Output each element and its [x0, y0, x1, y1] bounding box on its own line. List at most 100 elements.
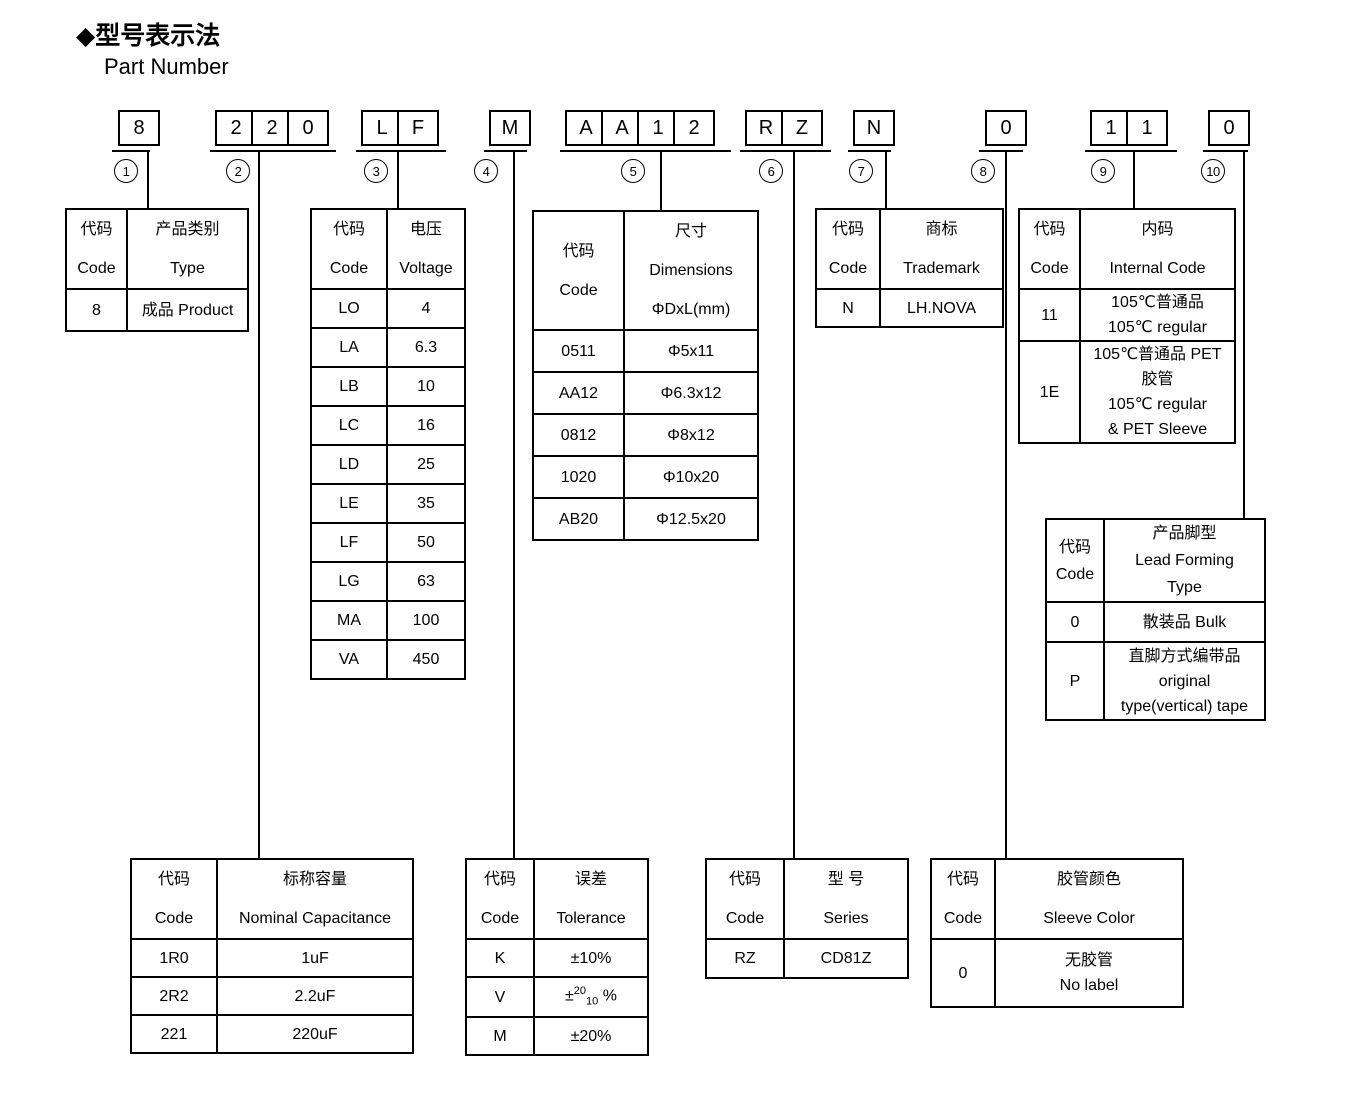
value-cell: LH.NOVA — [879, 288, 1004, 328]
code-cell: AB20 — [532, 497, 625, 541]
value-cell: 无胶管 No label — [994, 938, 1184, 1008]
table-row: RZ CD81Z — [705, 938, 909, 979]
group-marker: 2 — [226, 159, 250, 183]
value-cell: ±20% — [533, 1016, 649, 1056]
value-cell: Φ12.5x20 — [623, 497, 759, 541]
table-row: 8 成品 Product — [65, 288, 249, 332]
group-marker: 8 — [971, 159, 995, 183]
connector-line — [513, 150, 515, 858]
code-cell: M — [465, 1016, 535, 1056]
group-underline — [1203, 150, 1248, 152]
group-marker: 5 — [621, 159, 645, 183]
part-number-box: 2 — [215, 110, 257, 146]
code-cell: 1020 — [532, 455, 625, 499]
lead-forming-table: 代码 Code 产品脚型 Lead Forming Type 0 散装品 Bul… — [1045, 518, 1266, 721]
part-number-box: Z — [781, 110, 823, 146]
value-cell: 1uF — [216, 938, 414, 978]
connector-line — [147, 150, 149, 208]
value-cell: 10 — [386, 366, 466, 407]
tolerance-sign: ± — [565, 987, 574, 1005]
code-cell: 0812 — [532, 413, 625, 457]
part-number-box: 0 — [287, 110, 329, 146]
group-marker: 9 — [1091, 159, 1115, 183]
code-cell: LG — [310, 561, 388, 602]
group-underline — [848, 150, 891, 152]
connector-line — [793, 150, 795, 858]
group-underline — [560, 150, 731, 152]
connector-line — [1133, 150, 1135, 208]
part-number-box: 2 — [673, 110, 715, 146]
code-cell: MA — [310, 600, 388, 641]
group-marker: 4 — [474, 159, 498, 183]
code-cell: V — [465, 976, 535, 1018]
code-cell: LO — [310, 288, 388, 329]
code-cell: RZ — [705, 938, 785, 979]
group-underline — [484, 150, 527, 152]
part-number-box: 1 — [1090, 110, 1132, 146]
value-cell: 散装品 Bulk — [1103, 601, 1266, 643]
group-marker: 1 — [114, 159, 138, 183]
value-cell: 6.3 — [386, 327, 466, 368]
table-row: 0 无胶管 No label — [930, 938, 1184, 1008]
value-cell: Φ8x12 — [623, 413, 759, 457]
value-cell: 直脚方式编带品 original type(vertical) tape — [1103, 641, 1266, 721]
value-cell: Φ6.3x12 — [623, 371, 759, 415]
connector-line — [397, 150, 399, 208]
column-header-value: 尺寸 Dimensions ΦDxL(mm) — [623, 210, 759, 331]
tolerance-table: 代码 Code 误差 Tolerance K ±10% V ±2010 % M … — [465, 858, 649, 1056]
value-cell: 成品 Product — [126, 288, 249, 332]
code-cell: K — [465, 938, 535, 978]
code-cell: LF — [310, 522, 388, 563]
column-header-code: 代码 Code — [465, 858, 535, 940]
value-cell: ±10% — [533, 938, 649, 978]
group-marker: 3 — [364, 159, 388, 183]
group-underline — [740, 150, 831, 152]
column-header-code: 代码 Code — [532, 210, 625, 331]
value-cell: 220uF — [216, 1014, 414, 1054]
group-underline — [979, 150, 1023, 152]
value-cell: 25 — [386, 444, 466, 485]
value-cell: 105℃普通品 PET 胶管 105℃ regular & PET Sleeve — [1079, 340, 1236, 444]
column-header-code: 代码 Code — [1045, 518, 1105, 603]
code-cell: N — [815, 288, 881, 328]
value-cell: 100 — [386, 600, 466, 641]
value-cell: 35 — [386, 483, 466, 524]
code-cell: 11 — [1018, 288, 1081, 342]
table-row: 11 105℃普通品 105℃ regular — [1018, 288, 1236, 342]
code-cell: LB — [310, 366, 388, 407]
column-header-value: 胶管颜色 Sleeve Color — [994, 858, 1184, 940]
group-underline — [210, 150, 336, 152]
connector-line — [258, 150, 260, 858]
column-header-value: 商标 Trademark — [879, 208, 1004, 290]
code-cell: 8 — [65, 288, 128, 332]
part-number-box: A — [601, 110, 643, 146]
part-number-box: F — [397, 110, 439, 146]
code-cell: LE — [310, 483, 388, 524]
code-cell: LD — [310, 444, 388, 485]
code-cell: 0511 — [532, 329, 625, 373]
table-row: P 直脚方式编带品 original type(vertical) tape — [1045, 641, 1266, 721]
code-cell: AA12 — [532, 371, 625, 415]
code-cell: VA — [310, 639, 388, 680]
part-number-box: 2 — [251, 110, 293, 146]
group-marker: 10 — [1201, 159, 1225, 183]
table-row: K ±10% — [465, 938, 649, 978]
column-header-code: 代码 Code — [310, 208, 388, 290]
code-cell: P — [1045, 641, 1105, 721]
part-number-box: 0 — [1208, 110, 1250, 146]
code-cell: LA — [310, 327, 388, 368]
part-number-box: 0 — [985, 110, 1027, 146]
